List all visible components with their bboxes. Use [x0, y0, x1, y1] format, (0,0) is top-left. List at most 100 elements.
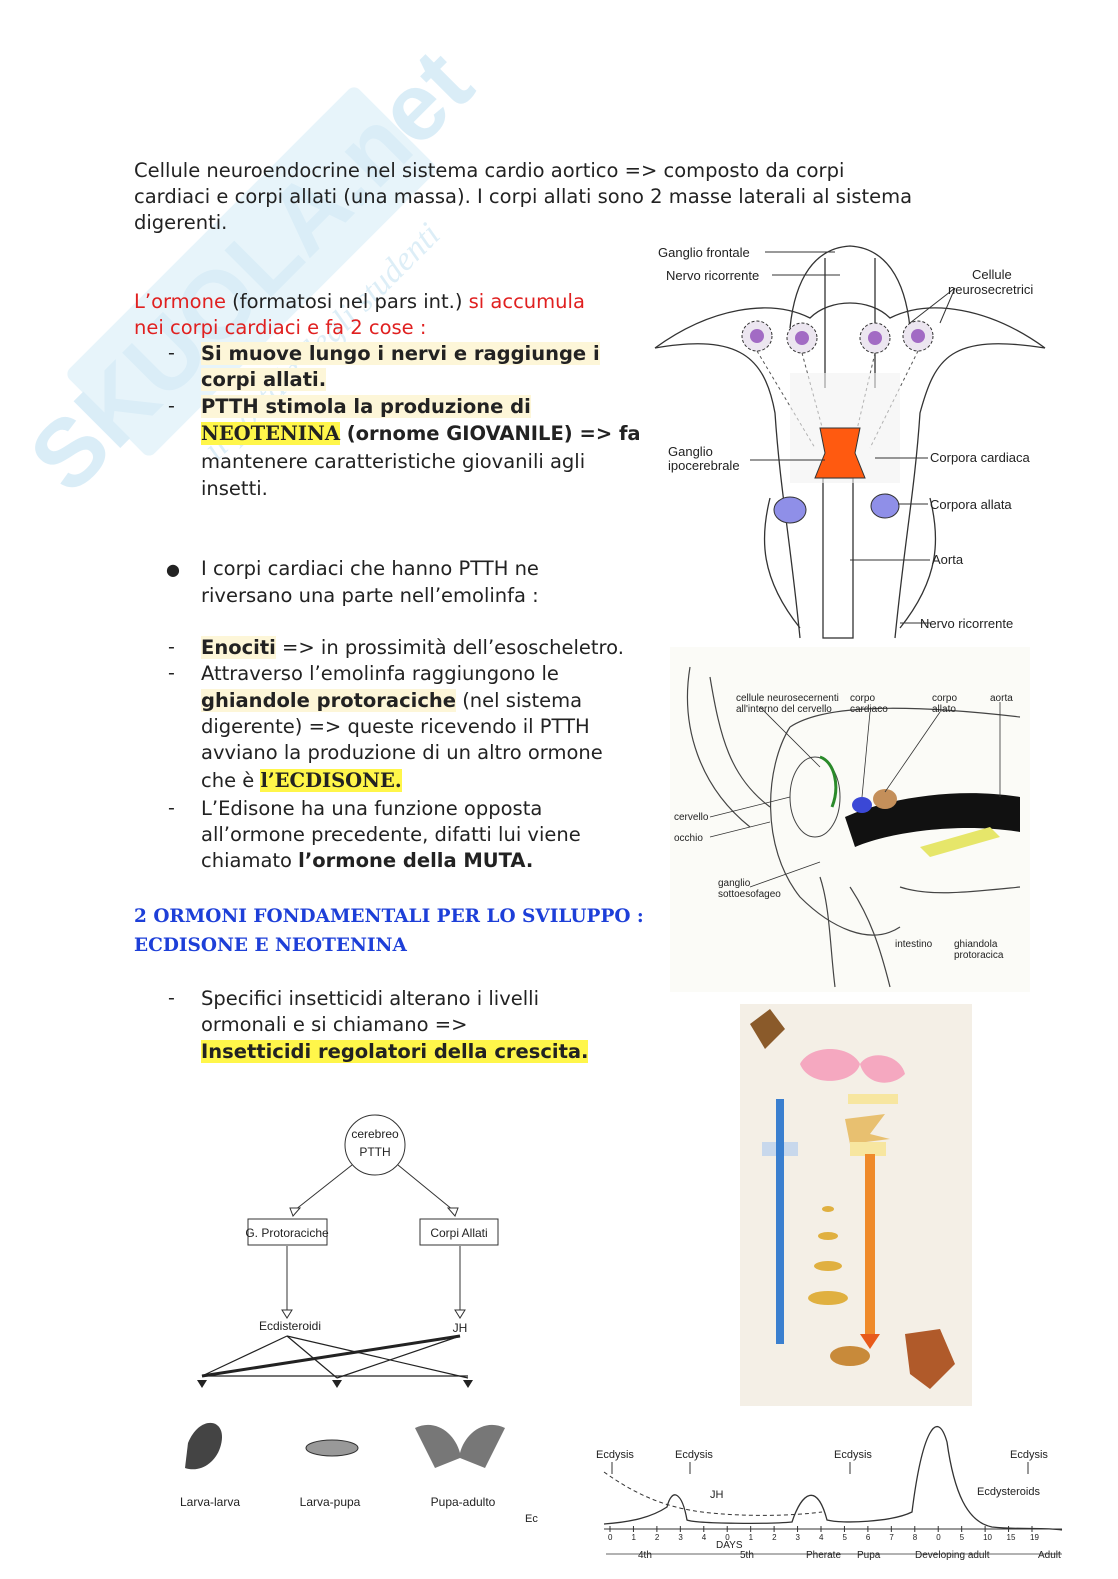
list1-item2-l2: NEOTENINA (ornome GIOVANILE) => fa: [201, 422, 641, 445]
arrow-head: [289, 1207, 302, 1217]
body-outline-right: [894, 343, 1046, 639]
intro-line-1: Cellule neuroendocrine nel sistema cardi…: [134, 159, 845, 182]
brain-outline: [789, 245, 911, 329]
day-tick-label: 15: [1007, 1533, 1016, 1542]
label-cardiaco: cardiaco: [850, 704, 888, 715]
label-protoracica: protoracica: [954, 950, 1004, 961]
brain-icon: [860, 1055, 905, 1083]
larva-icon: [808, 1291, 848, 1305]
label-corpi-allati: Corpi Allati: [430, 1226, 487, 1240]
list2-att-l3: digerente) => queste ricevendo il PTTH: [201, 715, 590, 738]
brain-lobes: [654, 302, 1046, 349]
day-tick-label: 6: [866, 1533, 871, 1542]
day-tick-label: 0: [725, 1533, 730, 1542]
bullet-line-2: riversano una parte nell’emolinfa :: [201, 584, 539, 607]
day-tick-label: 1: [749, 1533, 754, 1542]
nerve-right: [899, 497, 937, 629]
aorta-tube: [822, 477, 854, 639]
label-corpo: corpo: [932, 693, 957, 704]
list2-att-l4: avviano la produzione di un altro ormone: [201, 741, 603, 764]
hormone-intro-line-2: nei corpi cardiaci e fa 2 cose :: [134, 316, 427, 339]
label-cerebreo: cerebreo: [351, 1127, 399, 1141]
bullet-line-1: I corpi cardiaci che hanno PTTH ne: [201, 557, 539, 580]
stage-pupa: Pupa: [857, 1550, 881, 1561]
dash-marker: -: [168, 797, 175, 819]
label-corpo: corpo: [850, 693, 875, 704]
antenna: [709, 676, 771, 808]
list2-ed-l3: chiamato l’ormone della MUTA.: [201, 849, 534, 872]
list3-l3: Insetticidi regolatori della crescita.: [201, 1040, 589, 1063]
ecd-to-pupa: [286, 1335, 338, 1379]
adult-moth-icon: [750, 1009, 785, 1049]
dash-marker: -: [168, 342, 175, 364]
cell-nucleus: [868, 331, 882, 345]
list1-item2-l3: mantenere caratteristiche giovanili agli: [201, 450, 586, 473]
label-ecdisteroidi: Ecdisteroidi: [259, 1319, 321, 1333]
ecdysone-arrow: [865, 1154, 875, 1334]
cell-nucleus: [795, 331, 809, 345]
head-outline: [770, 726, 901, 936]
dash-marker: -: [168, 395, 175, 417]
label-cervello-interno: all'interno del cervello: [736, 704, 832, 715]
label-ganglio: Ganglio: [668, 444, 713, 459]
arrow-head: [463, 1380, 473, 1388]
label-ipocerebrale: ipocerebrale: [668, 458, 740, 473]
day-tick-label: 0: [936, 1533, 941, 1542]
list2-enociti: Enociti => in prossimità dell’esoschelet…: [201, 636, 624, 659]
dash-marker: -: [168, 987, 175, 1009]
list3-l1: Specifici insetticidi alterano i livelli: [201, 987, 539, 1010]
arrow-to-protoraciche: [294, 1164, 353, 1211]
bullet-marker: ●: [166, 560, 180, 579]
pharynx: [824, 258, 876, 388]
stage-pherate: Pherate: [806, 1550, 841, 1561]
label-aorta: Aorta: [932, 552, 964, 567]
larva-icon: [818, 1232, 838, 1240]
leader-line: [884, 711, 941, 793]
corpora-cardiaca-shape: [814, 427, 866, 479]
arrow-head: [454, 1309, 466, 1319]
arrow-head: [446, 1207, 459, 1217]
label-ecdysteroids: Ecdysteroids: [977, 1486, 1040, 1498]
label-ecdysis: Ecdysis: [596, 1449, 634, 1461]
body-outline-left: [654, 343, 801, 639]
arrow-head: [860, 1334, 880, 1349]
thorax-line: [899, 886, 1021, 894]
hormone-accumulates: si accumula: [468, 290, 585, 313]
day-tick-label: 5: [842, 1533, 847, 1542]
label-box: [850, 1142, 886, 1156]
cell-nucleus: [750, 329, 764, 343]
day-tick-label: 7: [889, 1533, 894, 1542]
arrow-head: [332, 1380, 342, 1388]
label-days: DAYS: [716, 1540, 743, 1551]
label-ptth: PTTH: [359, 1145, 390, 1159]
enociti-term: Enociti: [201, 636, 276, 659]
label-ecdysis: Ecdysis: [834, 1449, 872, 1461]
mouthparts: [819, 876, 891, 988]
intro-line-3: digerenti.: [134, 211, 228, 234]
list3-l2: ormonali e si chiamano =>: [201, 1013, 468, 1036]
protoraciche-box: [247, 1218, 328, 1246]
list2-ed-l2: all’ormone precedente, difatti lui viene: [201, 823, 581, 846]
label-occhio: occhio: [674, 833, 703, 844]
corpora-allata-right: [870, 493, 900, 519]
day-tick-label: 4: [702, 1533, 707, 1542]
stage-5th: 5th: [740, 1550, 754, 1561]
leader-line: [709, 796, 791, 818]
label-intestino: intestino: [895, 939, 933, 950]
jh-to-larva: [201, 1334, 461, 1378]
figure-insect-head-section: cellule neurosecernenti all'interno del …: [670, 647, 1030, 992]
prothoracic-gland: [920, 827, 1000, 857]
label-cellule: Cellule: [972, 267, 1012, 282]
list2-att-l2: ghiandole protoraciche (nel sistema: [201, 689, 583, 712]
day-tick-label: 1: [631, 1533, 636, 1542]
label-larva-larva: Larva-larva: [180, 1495, 240, 1509]
day-tick-label: 10: [983, 1533, 992, 1542]
label-nervo-ricorrente: Nervo ricorrente: [666, 268, 759, 283]
list1-item1-l1: Si muove lungo i nervi e raggiunge i: [201, 342, 600, 365]
label-ganglio-frontale: Ganglio frontale: [658, 245, 750, 260]
label-jh: JH: [710, 1489, 724, 1501]
brain-node: [344, 1114, 406, 1176]
day-tick-label: 2: [655, 1533, 660, 1542]
label-pupa-adulto: Pupa-adulto: [431, 1495, 496, 1509]
list1-item2-l1: PTTH stimola la produzione di: [201, 395, 531, 418]
